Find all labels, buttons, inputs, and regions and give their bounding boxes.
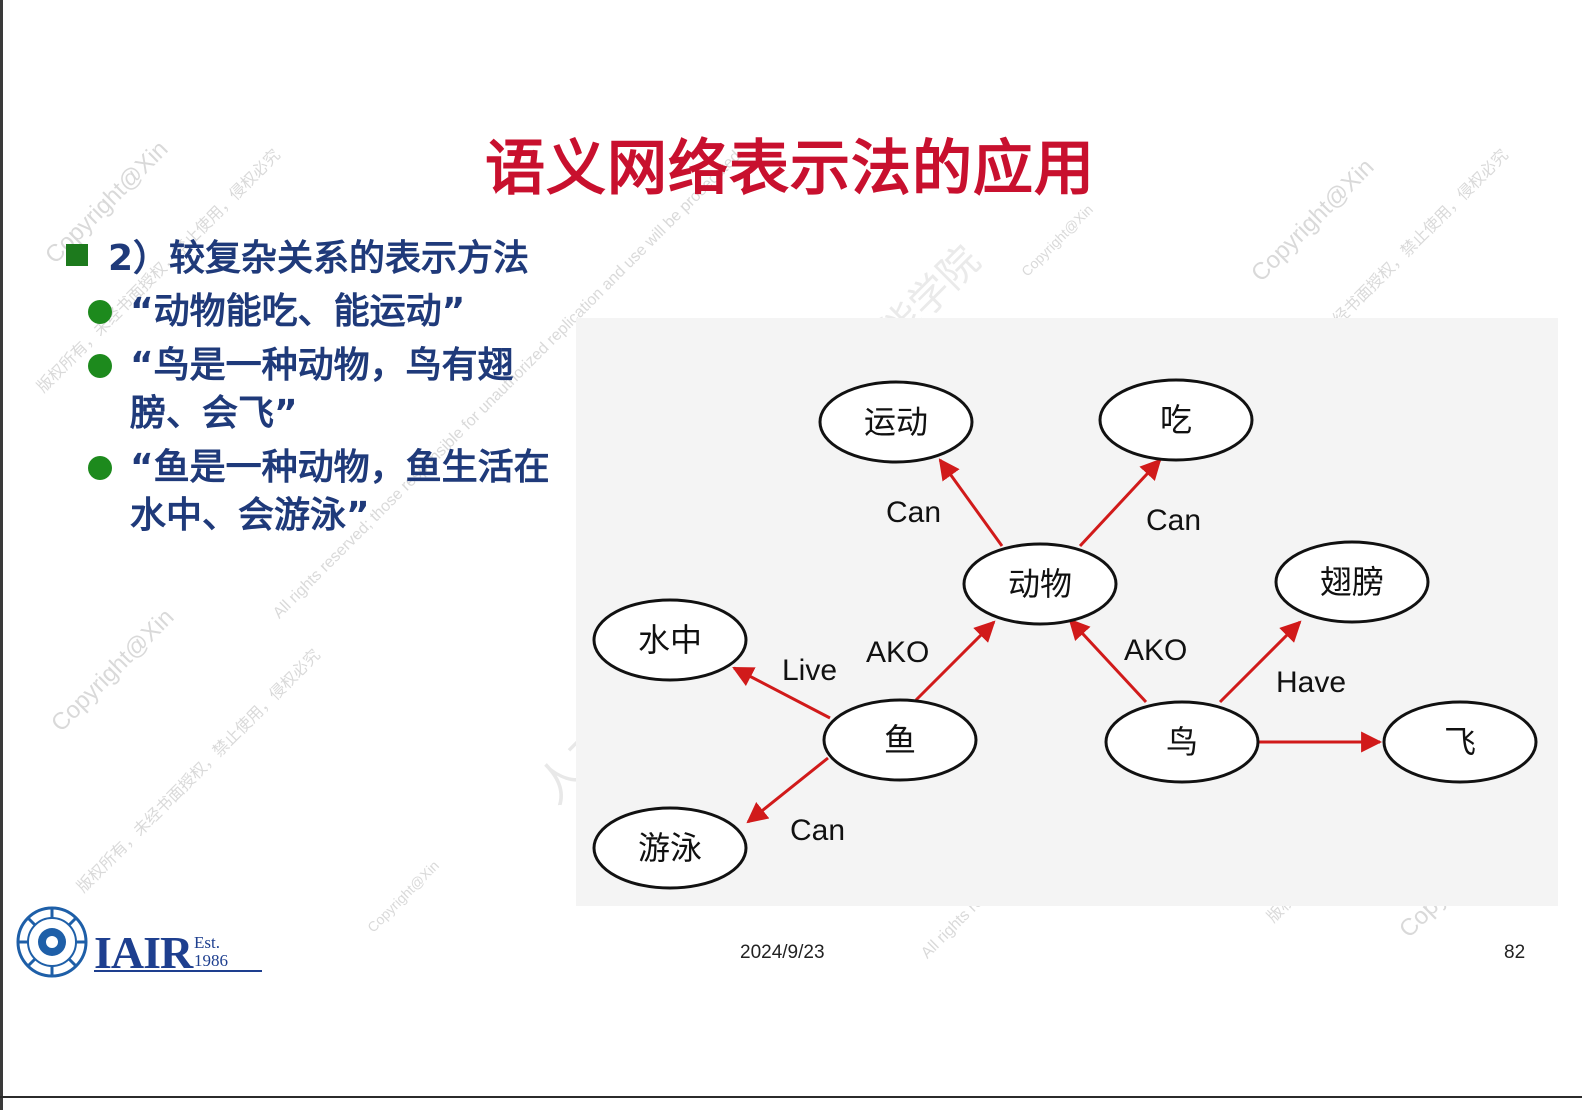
logo-underline bbox=[94, 970, 262, 972]
window-left-border bbox=[0, 0, 3, 1110]
edge-label-live: Live bbox=[782, 654, 837, 687]
edge-label-can: Can bbox=[1146, 504, 1201, 537]
node-label: 翅膀 bbox=[1320, 563, 1384, 601]
edge-label-can: Can bbox=[790, 814, 845, 847]
bullet-dot-icon bbox=[88, 300, 112, 324]
slide-date: 2024/9/23 bbox=[740, 942, 825, 963]
edge-label-ako: AKO bbox=[1124, 634, 1187, 667]
edge-yu-youyong bbox=[746, 756, 829, 824]
iair-logo: IAIR Est. 1986 bbox=[16, 906, 262, 980]
node-fei: 飞 bbox=[1382, 700, 1538, 784]
node-label: 游泳 bbox=[638, 829, 702, 867]
edge-label-ako: AKO bbox=[866, 636, 929, 669]
bullet-dot-icon bbox=[88, 354, 112, 378]
bullet-dot-icon bbox=[88, 456, 112, 480]
bullet-text: “鸟是一种动物，鸟有翅膀、会飞” bbox=[130, 345, 514, 434]
bullet-item: “鱼是一种动物，鱼生活在水中、会游泳” bbox=[60, 444, 580, 540]
logo-est: Est. 1986 bbox=[194, 934, 228, 970]
slide-title: 语义网络表示法的应用 bbox=[485, 134, 1095, 204]
watermark-copyright: Copyright@Xin bbox=[1246, 153, 1380, 288]
bullet-list: 2）较复杂关系的表示方法 “动物能吃、能运动” “鸟是一种动物，鸟有翅膀、会飞”… bbox=[60, 228, 580, 540]
window-bottom-border bbox=[0, 1096, 1582, 1098]
watermark-copyright: Copyright@Xin bbox=[1018, 201, 1097, 280]
node-label: 鱼 bbox=[884, 721, 916, 759]
edge-dongwu-yundong bbox=[938, 458, 1004, 547]
logo-est-year: 1986 bbox=[194, 951, 228, 970]
bullet-text: “鱼是一种动物，鱼生活在水中、会游泳” bbox=[130, 447, 550, 536]
university-seal-icon bbox=[16, 906, 88, 978]
edge-dongwu-chi bbox=[1078, 458, 1162, 548]
edge-yu-dongwu bbox=[914, 620, 996, 702]
section-heading: 2）较复杂关系的表示方法 bbox=[60, 228, 580, 282]
node-label: 水中 bbox=[638, 621, 702, 659]
edge-niao-chibang bbox=[1218, 620, 1302, 704]
edge-label-can: Can bbox=[886, 496, 941, 529]
watermark-copyright: Copyright@Xin bbox=[364, 857, 443, 936]
node-label: 鸟 bbox=[1166, 723, 1198, 761]
bullet-item: “鸟是一种动物，鸟有翅膀、会飞” bbox=[60, 342, 580, 438]
node-yundong: 运动 bbox=[818, 380, 974, 464]
semantic-network-diagram: Can Can AKO AKO Live Have Can 运动 吃 动物 翅膀… bbox=[592, 378, 1538, 890]
node-shuizhong: 水中 bbox=[592, 598, 748, 682]
edge-yu-shuizhong bbox=[732, 666, 831, 720]
logo-est-label: Est. bbox=[194, 933, 220, 952]
node-chibang: 翅膀 bbox=[1274, 540, 1430, 624]
edge-label-have: Have bbox=[1276, 666, 1346, 699]
node-label: 动物 bbox=[1008, 565, 1072, 603]
watermark-copyright: Copyright@Xin bbox=[46, 603, 180, 738]
node-label: 吃 bbox=[1160, 401, 1192, 439]
slide-page-number: 82 bbox=[1504, 942, 1526, 963]
logo-wordmark: IAIR bbox=[94, 927, 193, 978]
section-heading-text: 2）较复杂关系的表示方法 bbox=[108, 238, 530, 279]
square-bullet-icon bbox=[66, 244, 88, 266]
node-chi: 吃 bbox=[1098, 378, 1254, 462]
watermark-rights-cn: 版权所有，未经书面授权，禁止使用，侵权必究 bbox=[74, 646, 324, 897]
bullet-text: “动物能吃、能运动” bbox=[130, 291, 466, 332]
node-yu: 鱼 bbox=[822, 698, 978, 782]
node-niao: 鸟 bbox=[1104, 700, 1260, 784]
node-youyong: 游泳 bbox=[592, 806, 748, 890]
node-label: 飞 bbox=[1444, 723, 1476, 761]
bullet-item: “动物能吃、能运动” bbox=[60, 288, 580, 336]
edge-niao-dongwu bbox=[1068, 618, 1148, 704]
node-label: 运动 bbox=[864, 403, 928, 441]
node-dongwu: 动物 bbox=[962, 542, 1118, 626]
